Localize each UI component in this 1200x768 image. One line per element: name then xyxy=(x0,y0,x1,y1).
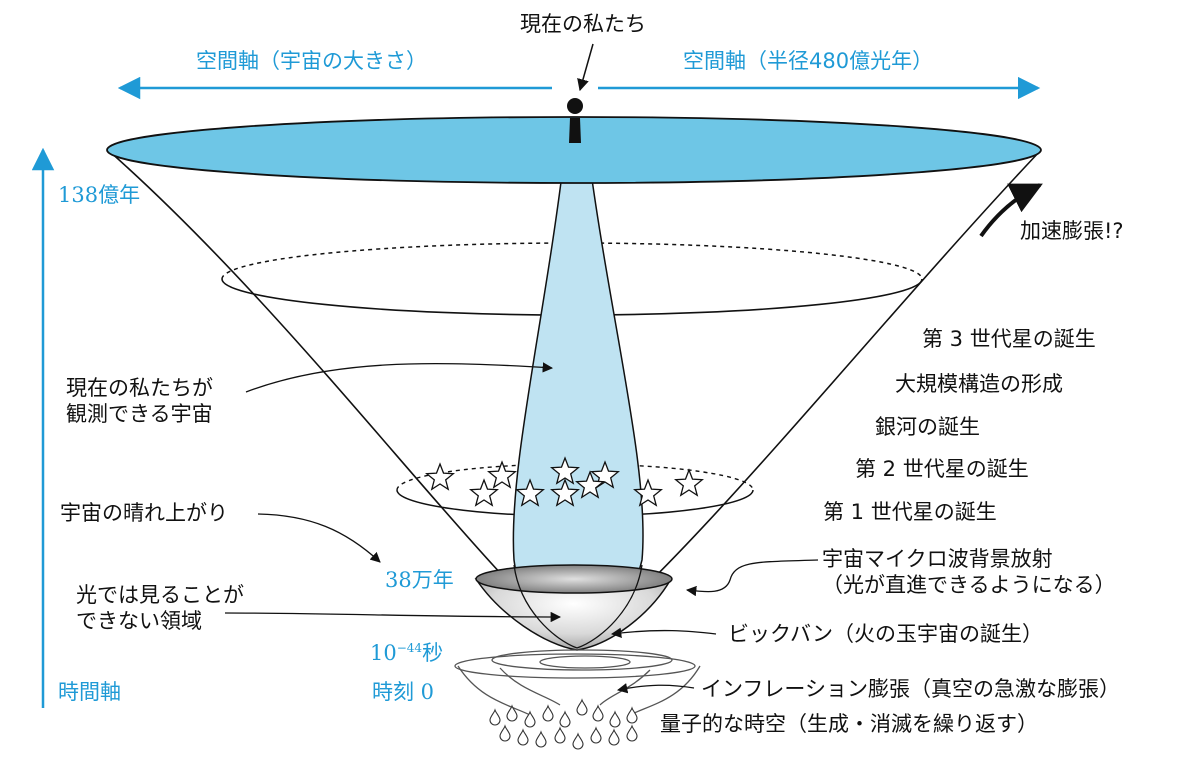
recombination-time-label: 38万年 xyxy=(385,568,454,592)
planck-time-exponent: −44 xyxy=(396,641,423,655)
inflation-label: インフレーション膨張（真空の急激な膨張） xyxy=(701,677,1120,701)
planck-time-label: 10−44秒 xyxy=(370,640,443,666)
droplet-icon xyxy=(506,704,518,722)
droplet-icon xyxy=(576,698,588,716)
observer-figure-icon xyxy=(567,98,583,143)
droplet-icon xyxy=(489,708,501,726)
accelerating-expansion-arrow xyxy=(979,183,1043,238)
star-icon xyxy=(575,470,605,499)
clearing-up-label: 宇宙の晴れ上がり xyxy=(60,501,228,525)
star-layer-back xyxy=(396,463,754,491)
time-now-label: 138億年 xyxy=(58,183,141,207)
space-axis-right-label: 空間軸（半径480億光年） xyxy=(683,49,934,73)
droplet-icon xyxy=(499,724,511,742)
droplet-icon xyxy=(626,706,638,724)
droplet-icon xyxy=(608,728,620,746)
droplet-icon xyxy=(554,726,566,744)
star-icon xyxy=(550,478,580,507)
accelerating-expansion-label: 加速膨張!? xyxy=(1020,219,1124,243)
observer-label: 現在の私たち xyxy=(520,12,646,36)
galaxy-birth-label: 銀河の誕生 xyxy=(875,415,980,439)
cmb-label: 宇宙マイクロ波背景放射 （光が直進できるようになる） xyxy=(822,547,1116,598)
light-cone-inner-lines xyxy=(513,564,643,649)
droplet-icon xyxy=(626,724,638,742)
third-gen-stars-label: 第 3 世代星の誕生 xyxy=(922,327,1096,351)
star-icon xyxy=(515,478,545,507)
time-zero-label: 時刻 0 xyxy=(372,680,435,704)
droplet-icon xyxy=(609,710,621,728)
observer-pointer-arrow xyxy=(577,43,594,92)
clearing-leader xyxy=(257,513,381,563)
time-axis-label: 時間軸 xyxy=(58,680,121,704)
observable-leader xyxy=(245,362,554,393)
quantum-spacetime-label: 量子的な時空（生成・消滅を繰り返す） xyxy=(660,712,1038,736)
present-universe-disk xyxy=(106,116,1042,184)
first-gen-stars-label: 第 1 世代星の誕生 xyxy=(823,500,997,524)
inflation-leader xyxy=(616,683,695,694)
droplet-icon xyxy=(572,732,584,750)
invisible-region-label: 光では見ることが できない領域 xyxy=(76,583,244,634)
star-icon xyxy=(674,468,704,497)
observable-universe-label: 現在の私たちが 観測できる宇宙 xyxy=(66,376,213,427)
quantum-droplets xyxy=(489,698,638,750)
star-icon xyxy=(425,462,455,491)
droplet-icon xyxy=(535,730,547,748)
planck-time-base: 10 xyxy=(370,641,397,665)
planck-time-unit: 秒 xyxy=(422,641,444,665)
cmb-leader xyxy=(685,559,819,597)
droplet-icon xyxy=(542,704,554,722)
droplet-icon xyxy=(559,710,571,728)
second-gen-stars-label: 第 2 世代星の誕生 xyxy=(855,457,1029,481)
droplet-icon xyxy=(517,728,529,746)
droplet-icon xyxy=(592,704,604,722)
bigbang-leader xyxy=(610,627,717,639)
large-scale-structure-label: 大規模構造の形成 xyxy=(895,372,1063,396)
space-axis-left-label: 空間軸（宇宙の大きさ） xyxy=(196,49,427,73)
star-icon xyxy=(487,460,517,489)
droplet-icon xyxy=(524,710,536,728)
star-icon xyxy=(550,456,580,485)
star-icon xyxy=(469,478,499,507)
cmb-surface xyxy=(475,564,673,594)
stars-group xyxy=(425,456,704,507)
invisible-leader xyxy=(224,611,562,623)
big-bang-label: ビックバン（火の玉宇宙の誕生） xyxy=(728,622,1043,646)
inflation-loops xyxy=(454,649,701,716)
star-icon xyxy=(633,478,663,507)
star-icon xyxy=(590,460,620,489)
droplet-icon xyxy=(590,726,602,744)
